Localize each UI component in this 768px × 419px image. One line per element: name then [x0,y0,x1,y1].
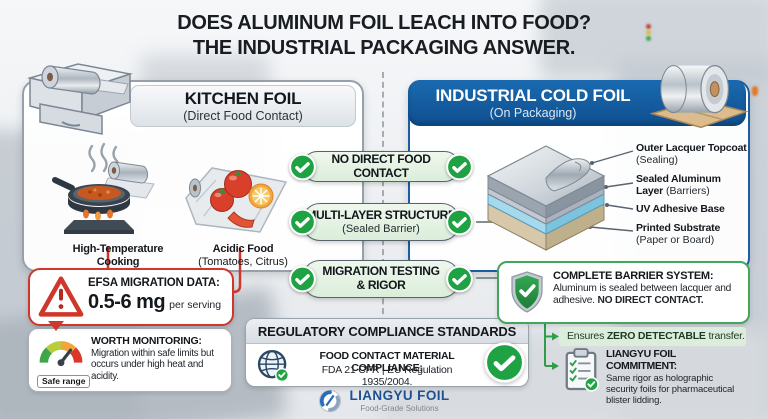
clipboard-checklist-icon [565,348,599,392]
ensures-prefix: Ensures [567,330,607,342]
safe-range-gauge-icon [39,341,83,367]
page-title: DOES ALUMINUM FOIL LEACH INTO FOOD? THE … [0,11,768,60]
item2-line2: (Tomatoes, Citrus) [198,256,288,269]
kitchen-foil-drawer-icon [27,63,133,135]
title-line-2: THE INDUSTRIAL PACKAGING ANSWER. [192,36,576,59]
badge-title: MULTI-LAYER STRUCTURE [306,208,456,223]
liangyu-logo-icon [319,389,342,413]
bg-indicator-red [646,24,651,29]
bg-indicator-orange [752,86,758,96]
shield-check-icon [511,271,543,313]
layer-label-adhesive: UV Adhesive Base [636,203,748,215]
kitchen-foil-title: KITCHEN FOIL [184,88,302,108]
kitchen-foil-subtitle: (Direct Food Contact) [183,108,303,123]
badge-no-direct-food-contact: NO DIRECT FOOD CONTACT [289,151,473,182]
check-icon [289,208,316,236]
item1-line2: Cooking [96,256,140,269]
badge-migration-testing: MIGRATION TESTING & RIGOR [289,260,473,298]
safe-range-label: Safe range [37,375,91,388]
efsa-heading: EFSA MIGRATION DATA: [88,277,220,289]
layer-label-normal: (Sealing) [636,154,679,167]
high-temperature-cooking-icon [52,142,155,234]
layer-label-bold: Outer Lacquer Topcoat [636,142,747,154]
brand-tagline: Food-Grade Solutions [360,403,439,413]
badge-title-line2: & RIGOR [356,278,406,292]
efsa-pointer [48,321,64,331]
kitchen-foil-header: KITCHEN FOIL (Direct Food Contact) [130,85,356,127]
regulatory-heading: REGULATORY COMPLIANCE STANDARDS [246,319,528,344]
check-icon [289,153,316,180]
regulatory-line2: FDA 21 CFR | EU Regulation 1935/2004. [321,364,453,388]
layer-label-bold: UV Adhesive Base [636,203,725,215]
badge-subtitle: (Sealed Barrier) [342,222,420,235]
layer-label-lacquer: Outer Lacquer Topcoat (Sealing) [636,142,748,166]
check-icon [484,342,525,383]
layer-label-normal: (Barriers) [663,185,710,198]
layer-label-aluminum: Sealed Aluminum Layer (Barriers) [636,173,748,197]
globe-icon [257,349,290,383]
badge-title: NO DIRECT FOOD CONTACT [331,151,431,180]
footer-brand: LIANGYU FOIL Food-Grade Solutions [0,389,768,413]
regulatory-compliance-box: REGULATORY COMPLIANCE STANDARDS FOOD CON… [245,318,529,388]
commitment-body: Same rigor as holographic security foils… [606,373,735,407]
ensures-bold: ZERO DETECTABLE [606,330,706,342]
layer-label-bold: Sealed Aluminum Layer [636,173,721,198]
complete-barrier-system-box: COMPLETE BARRIER SYSTEM: Aluminum is sea… [497,261,750,324]
badge-multi-layer-structure: MULTI-LAYER STRUCTURE (Sealed Barrier) [289,203,473,241]
check-icon [446,153,473,180]
center-dashed-divider [382,72,384,324]
badge-title: MIGRATION TESTING [322,264,440,279]
brand-name: LIANGYU FOIL [349,388,450,404]
efsa-unit: per serving [169,299,222,311]
industrial-foil-roll-icon [650,65,748,129]
ensures-suffix: transfer. [705,330,745,342]
item-label-high-temp: High-Temperature Cooking [58,243,178,269]
industrial-subtitle: (On Packaging) [489,105,577,120]
layer-label-substrate: Printed Substrate (Paper or Board) [636,222,748,246]
layer-label-normal: (Paper or Board) [636,234,715,247]
efsa-value: 0.5-6 mg [88,291,166,313]
barrier-body: Aluminum is sealed between lacquer and a… [553,283,741,307]
commitment-heading: LIANGYU FOIL COMMITMENT: [606,348,677,372]
worth-monitoring-box: Safe range WORTH MONITORING: Migration w… [28,328,232,392]
title-line-1: DOES ALUMINUM FOIL LEACH INTO FOOD? [177,12,591,34]
ensures-strip: Ensures ZERO DETECTABLE transfer. [559,327,746,346]
commitment-block: LIANGYU FOIL COMMITMENT: Same rigor as h… [606,348,746,406]
acidic-food-icon [185,167,288,233]
check-icon [289,265,316,293]
barrier-heading: COMPLETE BARRIER SYSTEM: [553,270,714,282]
item-label-acidic-food: Acidic Food (Tomatoes, Citrus) [183,243,303,269]
bg-indicator-yellow [646,30,651,35]
bg-indicator-green [646,36,651,41]
warning-triangle-icon [38,276,84,317]
barrier-body-bold: NO DIRECT CONTACT. [597,295,704,307]
check-icon [446,208,473,236]
barrier-body-normal: Aluminum is sealed between lacquer and a… [553,283,732,307]
foil-layer-stack-diagram [486,145,606,251]
brand-text-block: LIANGYU FOIL Food-Grade Solutions [349,389,449,413]
item1-line1: High-Temperature [72,243,164,255]
worth-monitoring-heading: WORTH MONITORING: [91,335,202,347]
item2-line1: Acidic Food [212,243,274,255]
layer-label-bold: Printed Substrate [636,222,721,234]
regulatory-line1: FOOD CONTACT MATERIAL COMPLIANCE: [319,350,455,374]
industrial-title: INDUSTRIAL COLD FOIL [435,85,631,105]
check-icon [446,265,473,293]
worth-monitoring-body: Migration within safe limits but occurs … [91,348,214,382]
